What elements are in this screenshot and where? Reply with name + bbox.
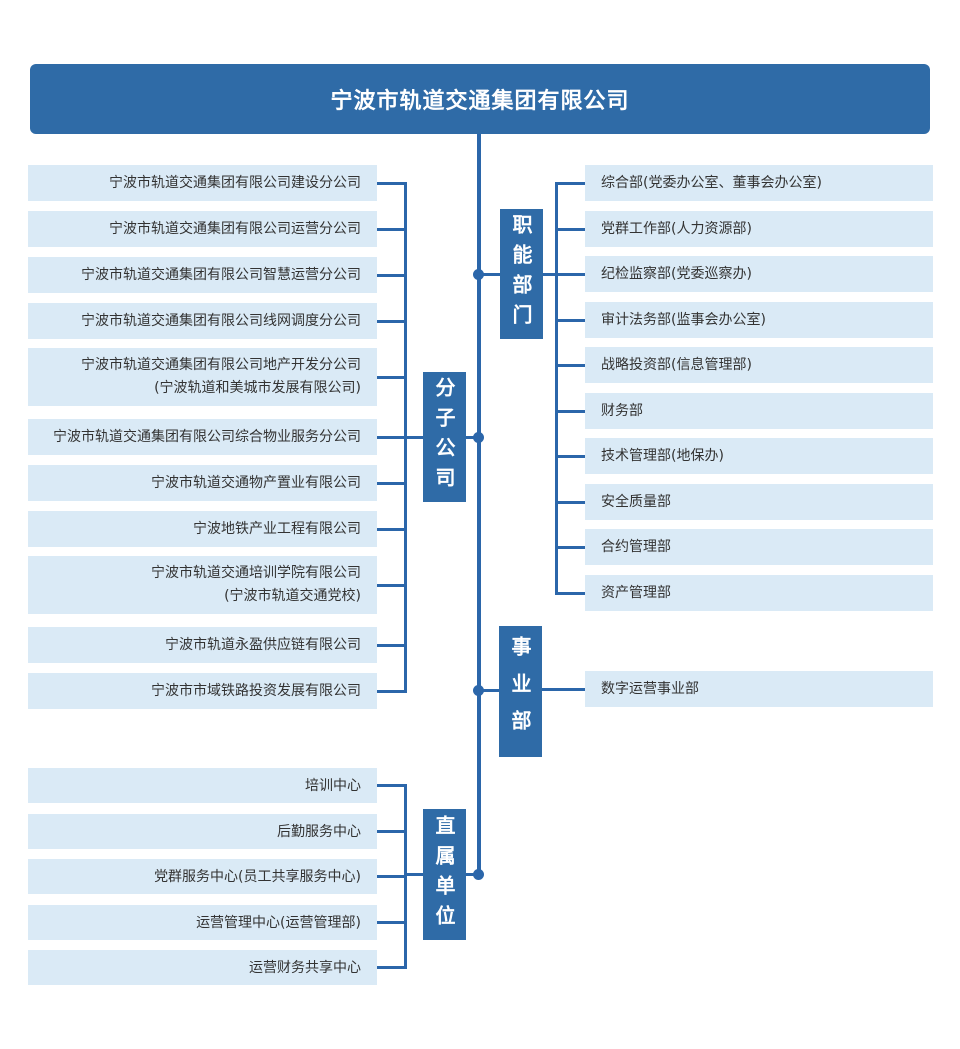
connector-stub	[375, 528, 406, 531]
subsidiary-item: 宁波地铁产业工程有限公司	[28, 511, 377, 547]
connector-stub	[375, 482, 406, 485]
subsidiary-item: 宁波市市域铁路投资发展有限公司	[28, 673, 377, 709]
department-item: 党群工作部(人力资源部)	[585, 211, 933, 247]
connector-stub	[375, 875, 406, 878]
connector-direct-label-left	[404, 873, 423, 876]
group-label-departments: 职能部门	[500, 209, 543, 339]
department-item: 合约管理部	[585, 529, 933, 565]
connector-stub	[556, 455, 585, 458]
connector-stub	[375, 584, 406, 587]
connector-stub	[375, 320, 406, 323]
connector-vertical-departments	[555, 182, 558, 595]
connector-stub	[375, 182, 406, 185]
connector-stub	[556, 182, 585, 185]
direct-unit-item: 运营财务共享中心	[28, 950, 377, 985]
department-item: 战略投资部(信息管理部)	[585, 347, 933, 383]
subsidiary-item-line1: 宁波市轨道交通培训学院有限公司	[151, 565, 361, 581]
direct-unit-item: 培训中心	[28, 768, 377, 803]
subsidiary-item: 宁波市轨道交通集团有限公司综合物业服务分公司	[28, 419, 377, 455]
department-item: 纪检监察部(党委巡察办)	[585, 256, 933, 292]
connector-stub	[375, 376, 406, 379]
connector-stub	[556, 501, 585, 504]
department-item: 审计法务部(监事会办公室)	[585, 302, 933, 338]
connector-business-label-right	[542, 688, 585, 691]
group-label-business: 事业部	[499, 626, 542, 757]
junction-dot-subsidiaries	[473, 432, 484, 443]
connector-stub	[375, 784, 406, 787]
connector-trunk	[477, 134, 481, 875]
subsidiary-item: 宁波市轨道交通集团有限公司运营分公司	[28, 211, 377, 247]
subsidiary-item: 宁波市轨道交通集团有限公司线网调度分公司	[28, 303, 377, 339]
page-title: 宁波市轨道交通集团有限公司	[30, 64, 930, 134]
subsidiary-item: 宁波市轨道永盈供应链有限公司	[28, 627, 377, 663]
subsidiary-item-line2: (宁波轨道和美城市发展有限公司)	[154, 380, 361, 396]
connector-stub	[375, 644, 406, 647]
subsidiary-item: 宁波市轨道交通集团有限公司地产开发分公司 (宁波轨道和美城市发展有限公司)	[28, 348, 377, 406]
subsidiary-item: 宁波市轨道交通培训学院有限公司 (宁波市轨道交通党校)	[28, 556, 377, 614]
connector-stub	[375, 690, 406, 693]
connector-stub	[556, 228, 585, 231]
connector-stub	[556, 592, 585, 595]
connector-stub	[556, 546, 585, 549]
connector-business-label-left	[481, 689, 499, 692]
connector-direct-label-right	[466, 873, 478, 876]
department-item: 安全质量部	[585, 484, 933, 520]
connector-stub	[556, 319, 585, 322]
connector-stub	[375, 966, 406, 969]
subsidiary-item: 宁波市轨道交通物产置业有限公司	[28, 465, 377, 501]
connector-stub	[375, 274, 406, 277]
department-item: 技术管理部(地保办)	[585, 438, 933, 474]
connector-stub	[556, 364, 585, 367]
direct-unit-item: 后勤服务中心	[28, 814, 377, 849]
group-label-direct: 直属单位	[423, 809, 466, 940]
direct-unit-item: 运营管理中心(运营管理部)	[28, 905, 377, 940]
connector-stub	[375, 830, 406, 833]
connector-stub	[375, 228, 406, 231]
connector-stub	[556, 410, 585, 413]
connector-stub	[375, 921, 406, 924]
department-item: 财务部	[585, 393, 933, 429]
subsidiary-item-line1: 宁波市轨道交通集团有限公司地产开发分公司	[81, 357, 361, 373]
connector-departments-label-left	[481, 273, 500, 276]
connector-stub	[375, 436, 406, 439]
connector-subsidiaries-label-left	[404, 436, 423, 439]
junction-dot-direct	[473, 869, 484, 880]
connector-stub	[556, 273, 585, 276]
junction-dot-business	[473, 685, 484, 696]
direct-unit-item: 党群服务中心(员工共享服务中心)	[28, 859, 377, 894]
connector-departments-label-right	[543, 273, 557, 276]
department-item: 资产管理部	[585, 575, 933, 611]
department-item: 综合部(党委办公室、董事会办公室)	[585, 165, 933, 201]
junction-dot-departments	[473, 269, 484, 280]
connector-subsidiaries-label-right	[466, 436, 478, 439]
subsidiary-item-line2: (宁波市轨道交通党校)	[224, 588, 361, 604]
business-item: 数字运营事业部	[585, 671, 933, 707]
subsidiary-item: 宁波市轨道交通集团有限公司建设分公司	[28, 165, 377, 201]
group-label-subsidiaries: 分子公司	[423, 372, 466, 502]
subsidiary-item: 宁波市轨道交通集团有限公司智慧运营分公司	[28, 257, 377, 293]
